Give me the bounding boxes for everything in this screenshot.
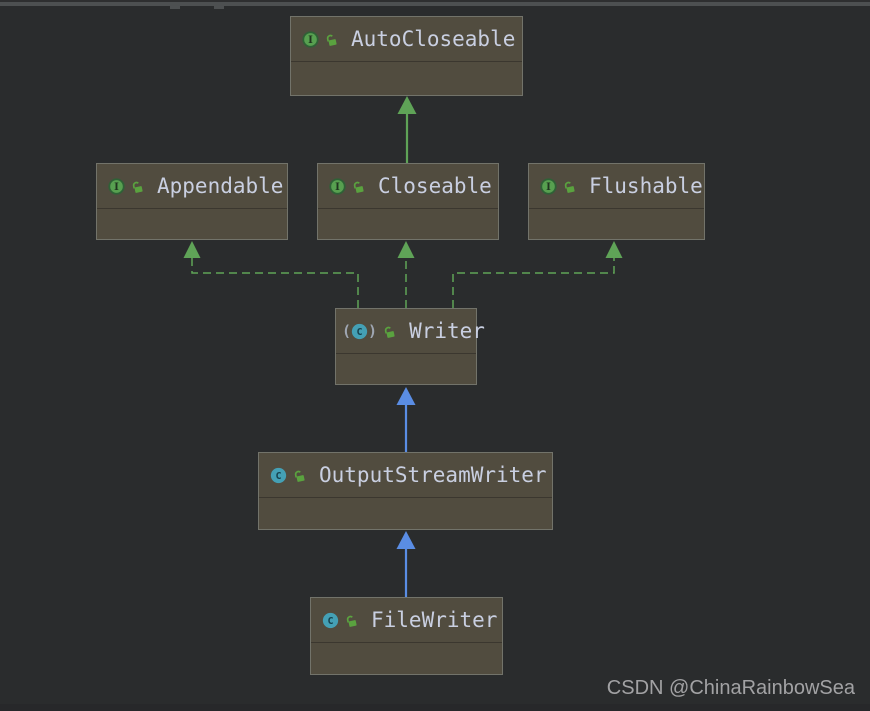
node-label: FileWriter	[371, 607, 498, 632]
node-body	[311, 643, 502, 674]
class-node-autocloseable[interactable]: I AutoCloseable	[290, 16, 523, 96]
node-title: I Closeable	[318, 164, 498, 209]
class-node-appendable[interactable]: I Appendable	[96, 163, 288, 240]
panel-bottom-edge	[0, 704, 870, 711]
interface-icon: I	[329, 177, 346, 195]
class-node-filewriter[interactable]: C FileWriter	[310, 597, 503, 675]
class-node-closeable[interactable]: I Closeable	[317, 163, 499, 240]
node-label: Closeable	[378, 173, 492, 198]
watermark: CSDN @ChinaRainbowSea	[606, 677, 855, 699]
node-body	[97, 209, 287, 239]
node-label: Flushable	[589, 173, 703, 198]
node-title: I Appendable	[97, 164, 287, 209]
unlocked-icon	[323, 32, 338, 47]
svg-text:I: I	[546, 182, 551, 193]
class-node-flushable[interactable]: I Flushable	[528, 163, 705, 240]
node-title: C OutputStreamWriter	[259, 453, 552, 498]
svg-text:C: C	[356, 327, 362, 338]
edge-filewriter-outputstreamwriter	[396, 531, 416, 597]
tab-notch	[170, 6, 180, 9]
node-body	[529, 209, 704, 239]
class-node-writer[interactable]: ( C ) Writer	[335, 308, 485, 385]
node-body	[291, 62, 522, 95]
node-title: ( C ) Writer	[336, 309, 485, 354]
svg-text:I: I	[335, 182, 340, 193]
class-icon: C	[322, 612, 339, 629]
unlocked-icon	[381, 324, 396, 339]
edge-writer-appendable	[183, 241, 359, 308]
unlocked-icon	[343, 613, 358, 628]
interface-icon: I	[302, 30, 319, 48]
unlocked-icon	[561, 179, 576, 194]
node-body	[259, 498, 552, 529]
abstract-class-icon: ( C )	[342, 321, 378, 340]
svg-text:I: I	[114, 182, 119, 193]
edge-closeable-autocloseable	[397, 96, 417, 163]
class-node-outputstreamwriter[interactable]: C OutputStreamWriter	[258, 452, 553, 530]
edge-outputstreamwriter-writer	[396, 387, 416, 452]
edge-writer-closeable	[397, 241, 415, 308]
unlocked-icon	[350, 179, 365, 194]
node-body	[318, 209, 498, 239]
interface-icon: I	[108, 177, 125, 195]
svg-text:C: C	[275, 471, 281, 482]
node-title: I Flushable	[529, 164, 704, 209]
node-title: I AutoCloseable	[291, 17, 522, 62]
node-label: Appendable	[157, 173, 284, 198]
unlocked-icon	[291, 468, 306, 483]
node-label: AutoCloseable	[351, 26, 516, 51]
node-label: Writer	[409, 318, 485, 343]
class-icon: C	[270, 467, 287, 484]
node-body	[336, 354, 476, 384]
tab-notch	[214, 6, 224, 9]
panel-top-edge	[0, 0, 870, 6]
node-title: C FileWriter	[311, 598, 502, 643]
svg-text:C: C	[327, 616, 333, 627]
unlocked-icon	[129, 179, 144, 194]
interface-icon: I	[540, 177, 557, 195]
edge-writer-flushable	[452, 241, 623, 308]
node-label: OutputStreamWriter	[319, 462, 547, 487]
svg-text:I: I	[308, 35, 313, 46]
